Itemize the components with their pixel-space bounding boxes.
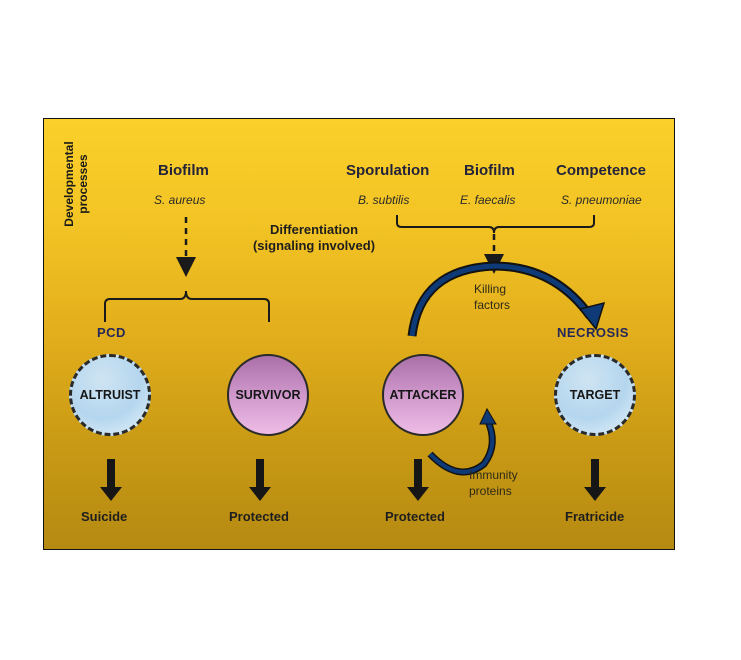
- target-cell: TARGET: [554, 354, 636, 436]
- right-process-label-3: Competence: [556, 162, 647, 179]
- killing-factors-arrowhead: [578, 301, 606, 331]
- killing-factors-line1: Killing: [474, 282, 507, 296]
- differentiation-label: Differentiation: [269, 222, 359, 237]
- target-cell-label: TARGET: [569, 388, 621, 402]
- survivor-cell: SURVIVOR: [227, 354, 309, 436]
- necrosis-label: NECROSIS: [557, 325, 629, 340]
- outcome-altruist: Suicide: [81, 509, 128, 524]
- immunity-proteins-label: Immunity proteins: [469, 467, 518, 499]
- right-brace: [396, 215, 595, 234]
- outcome-survivor: Protected: [229, 509, 289, 524]
- right-process-label-1: Sporulation: [346, 162, 430, 179]
- altruist-cell: ALTRUIST: [69, 354, 151, 436]
- outcome-attacker: Protected: [385, 509, 445, 524]
- connectors-layer: [100, 215, 606, 501]
- side-label-line1: Developmental: [62, 141, 76, 227]
- immunity-proteins-line2: proteins: [469, 484, 512, 498]
- left-brace: [104, 290, 270, 322]
- diagram-panel: Developmental processes Biofilm S. aureu…: [43, 118, 675, 550]
- down-arrow-attacker: [407, 459, 429, 501]
- immunity-arrowhead: [479, 407, 497, 425]
- survivor-cell-label: SURVIVOR: [235, 388, 301, 402]
- right-organism-label-3: S. pneumoniae: [561, 193, 642, 207]
- altruist-cell-label: ALTRUIST: [79, 388, 141, 402]
- attacker-cell-label: ATTACKER: [389, 388, 457, 402]
- side-label: Developmental processes: [62, 129, 92, 239]
- down-arrow-target: [584, 459, 606, 501]
- left-organism-label: S. aureus: [154, 193, 206, 207]
- pcd-label: PCD: [97, 325, 126, 340]
- outcome-target: Fratricide: [565, 509, 625, 524]
- right-organism-label-1: B. subtilis: [358, 193, 410, 207]
- right-process-label-2: Biofilm: [464, 162, 515, 179]
- left-process-label: Biofilm: [158, 162, 209, 179]
- killing-factors-label: Killing factors: [474, 281, 510, 313]
- killing-factors-line2: factors: [474, 298, 511, 312]
- down-arrow-survivor: [249, 459, 271, 501]
- immunity-proteins-line1: Immunity: [469, 468, 518, 482]
- down-arrow-altruist: [100, 459, 122, 501]
- right-organism-label-2: E. faecalis: [460, 193, 516, 207]
- side-label-line2: processes: [76, 154, 90, 214]
- attacker-cell: ATTACKER: [382, 354, 464, 436]
- signaling-label: (signaling involved): [252, 238, 376, 253]
